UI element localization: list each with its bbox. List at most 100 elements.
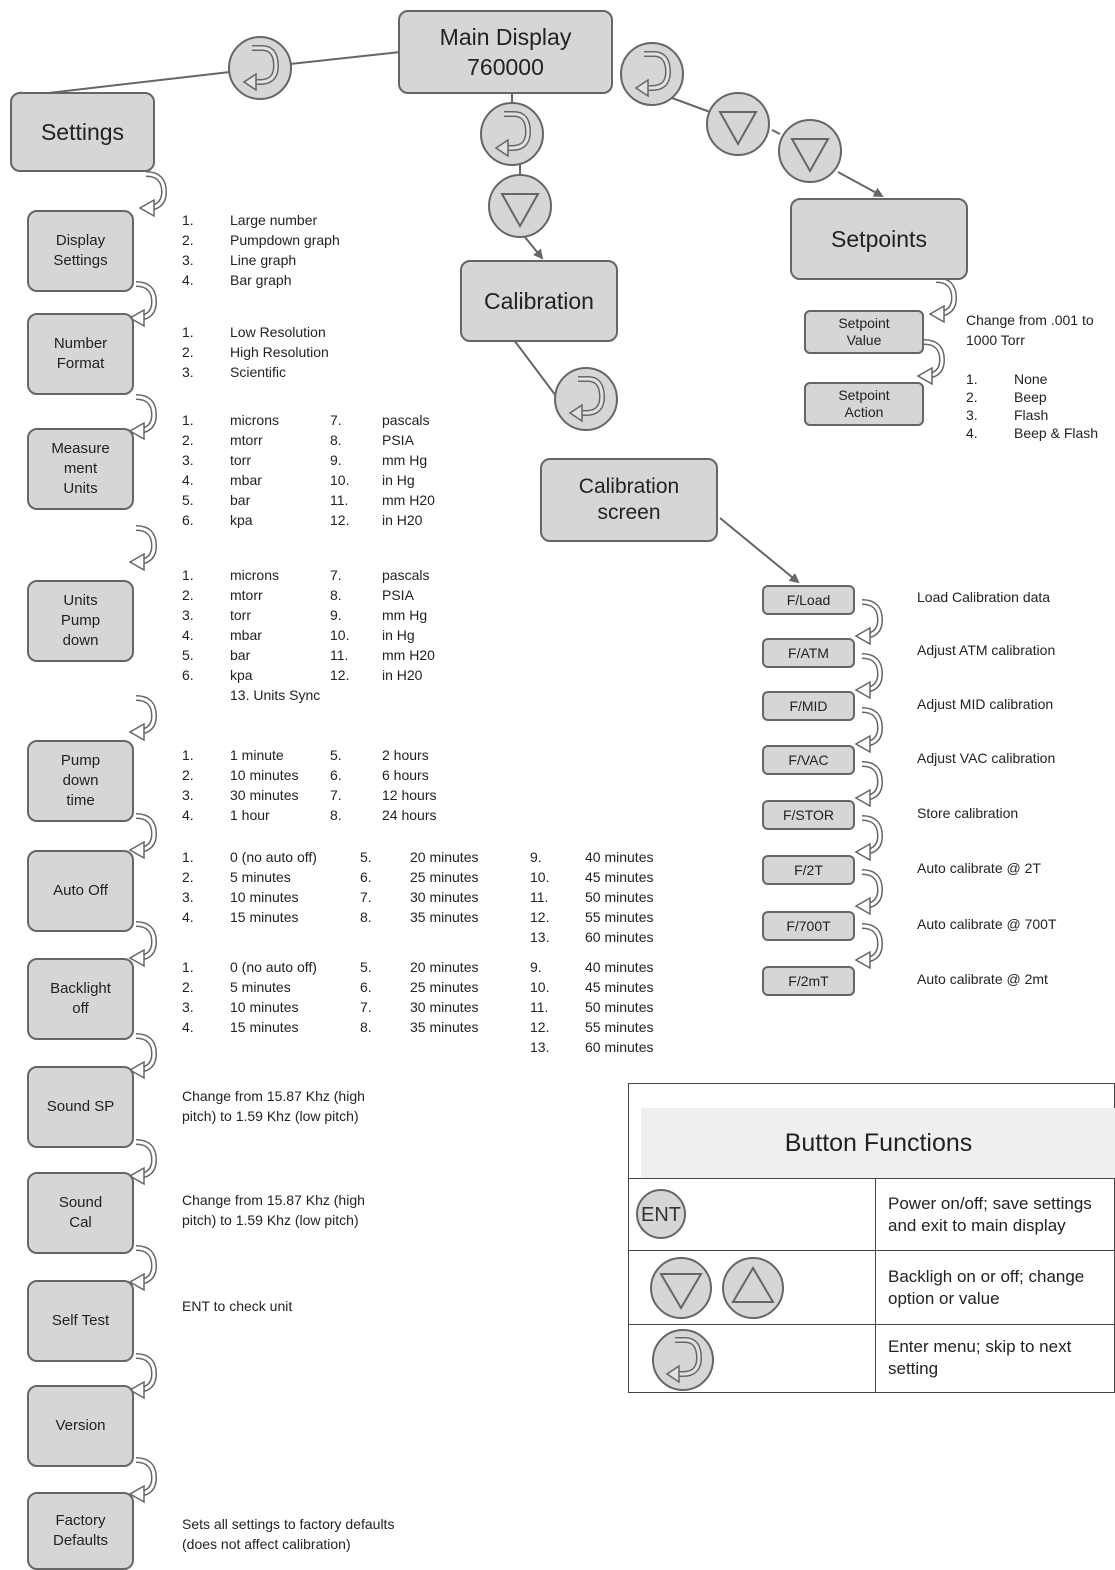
option-label: kpa: [230, 667, 253, 683]
option-number: 6.: [330, 767, 342, 783]
option-number: 13.: [530, 929, 550, 945]
option-label: Large number: [230, 212, 318, 228]
option-label: 35 minutes: [410, 1019, 479, 1035]
next-setting-arrow: [130, 924, 154, 966]
function-desc: Store calibration: [917, 805, 1019, 821]
option-number: 11.: [530, 999, 549, 1015]
legend-title: Button Functions: [641, 1108, 1115, 1178]
units-pumpdown-box: Units Pump down: [27, 580, 134, 662]
option-number: 1.: [182, 747, 194, 763]
ent-label: ENT: [641, 1204, 681, 1226]
option-number: 3.: [966, 407, 978, 423]
option-label: Pumpdown graph: [230, 232, 340, 248]
option-number: 6.: [182, 512, 194, 528]
option-label: in H20: [382, 512, 423, 528]
option-label: 10 minutes: [230, 999, 299, 1015]
next-setting-arrow: [856, 602, 880, 644]
legend-desc-ent: Power on/off; save settings and exit to …: [888, 1194, 1092, 1235]
option-number: 5.: [330, 747, 342, 763]
option-number: 5.: [182, 492, 194, 508]
option-label: mm Hg: [382, 607, 428, 623]
option-number: 3.: [182, 787, 194, 803]
option-label: 45 minutes: [585, 869, 654, 885]
option-label: 25 minutes: [410, 979, 479, 995]
sound-cal-box: Sound Cal: [27, 1172, 134, 1254]
option-label: 5 minutes: [230, 869, 291, 885]
option-label: None: [1014, 371, 1048, 387]
option-number: 1.: [182, 324, 194, 340]
settings-box: Settings: [10, 92, 155, 172]
option-label: 55 minutes: [585, 1019, 654, 1035]
sound-sp-box: Sound SP: [27, 1066, 134, 1148]
option-label: High Resolution: [230, 344, 329, 360]
option-number: 11.: [330, 647, 349, 663]
option-label: 45 minutes: [585, 979, 654, 995]
enter-icon: [620, 42, 684, 106]
function-desc: Adjust ATM calibration: [917, 642, 1056, 658]
option-number: 8.: [330, 587, 342, 603]
option-number: 12.: [330, 512, 350, 528]
option-number: 2.: [182, 869, 194, 885]
option-label: 20 minutes: [410, 959, 479, 975]
option-label: 10 minutes: [230, 889, 299, 905]
option-label: mtorr: [230, 432, 263, 448]
option-number: 8.: [360, 1019, 372, 1035]
option-label: 2 hours: [382, 747, 429, 763]
option-label: 10 minutes: [230, 767, 299, 783]
legend-desc-updown: Backligh on or off; change option or val…: [888, 1267, 1085, 1308]
option-label: microns: [230, 567, 280, 583]
next-setting-arrow: [856, 926, 880, 968]
function-key-f-stor: F/STOR: [762, 800, 855, 830]
next-setting-arrow: [856, 764, 880, 806]
option-number: 4.: [182, 909, 194, 925]
option-number: 3.: [182, 364, 194, 380]
option-label: mm Hg: [382, 452, 428, 468]
option-label: torr: [230, 607, 251, 623]
next-setting-arrow: [130, 1248, 154, 1290]
up-button-icon: [721, 1256, 785, 1320]
option-number: 7.: [330, 412, 342, 428]
option-label: 40 minutes: [585, 959, 654, 975]
option-number: 1.: [182, 959, 194, 975]
function-key-f-2mt: F/2mT: [762, 966, 855, 996]
option-label: Line graph: [230, 252, 297, 268]
option-label: 15 minutes: [230, 1019, 299, 1035]
factory-defaults-note: Sets all settings to factory defaults (d…: [182, 1516, 395, 1552]
auto-off-box: Auto Off: [27, 850, 134, 932]
pumpdown-time-box: Pump down time: [27, 740, 134, 822]
option-label: Beep: [1014, 389, 1047, 405]
sound-cal-note: Change from 15.87 Khz (high pitch) to 1.…: [182, 1192, 365, 1228]
option-label: kpa: [230, 512, 253, 528]
function-key-f-700t: F/700T: [762, 911, 855, 941]
option-label: mbar: [230, 627, 262, 643]
option-label: Flash: [1014, 407, 1049, 423]
option-label: mbar: [230, 472, 262, 488]
option-label: 60 minutes: [585, 929, 654, 945]
option-label: 30 minutes: [410, 889, 479, 905]
option-label: 60 minutes: [585, 1039, 654, 1055]
option-number: 8.: [360, 909, 372, 925]
next-setting-arrow: [140, 174, 164, 216]
option-label: mtorr: [230, 587, 263, 603]
option-label: 12 hours: [382, 787, 437, 803]
option-number: 13.: [530, 1039, 550, 1055]
enter-icon: [554, 367, 618, 431]
down-triangle-icon: [706, 92, 770, 156]
option-number: 12.: [530, 909, 550, 925]
function-key-f-2t: F/2T: [762, 855, 855, 885]
option-number: 5.: [182, 647, 194, 663]
option-number: 4.: [966, 425, 978, 441]
option-label: 55 minutes: [585, 909, 654, 925]
option-number: 4.: [182, 272, 194, 288]
setpoint-action-box: Setpoint Action: [804, 382, 924, 426]
option-label: 1 minute: [230, 747, 284, 763]
option-number: 8.: [330, 432, 342, 448]
next-setting-arrow: [930, 280, 954, 322]
option-label: 24 hours: [382, 807, 437, 823]
option-label: 25 minutes: [410, 869, 479, 885]
option-number: 10.: [530, 979, 550, 995]
option-number: 1.: [182, 849, 194, 865]
function-desc: Adjust MID calibration: [917, 696, 1054, 712]
option-number: 7.: [330, 567, 342, 583]
